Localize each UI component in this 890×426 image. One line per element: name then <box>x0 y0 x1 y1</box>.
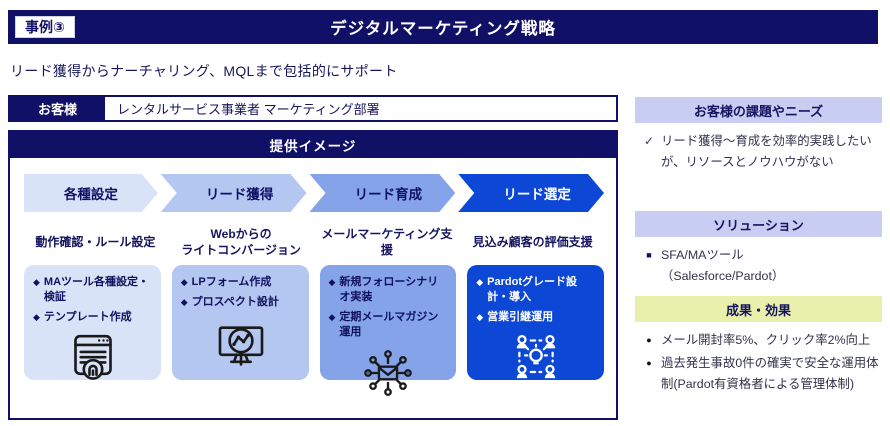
stage-subtitle: メールマーケティング支援 <box>321 227 453 257</box>
list-item-label: テンプレート作成 <box>43 310 132 323</box>
diamond-bullet-icon: ◆ <box>476 311 484 322</box>
offering-panel: 提供イメージ 各種設定 リード獲得 リード育成 リード選定 動作確認・ルール設定… <box>8 130 618 420</box>
list-item-label: LPフォーム作成 <box>191 276 272 288</box>
list-item: ● メール開封率5%、クリック率2%向上 <box>637 330 882 351</box>
list-item: ◆ MAツール各種設定・検証 <box>33 275 153 305</box>
section-header-needs: お客様の課題やニーズ <box>635 97 882 123</box>
list-item-label: メール開封率5%、クリック率2%向上 <box>661 333 871 348</box>
list-item: ● 過去発生事故0件の確実で安全な運用体制(Pardot有資格者による管理体制) <box>637 353 882 395</box>
list-item: ◆ 新規フォローシナリオ実装 <box>329 275 449 305</box>
customer-row: お客様 レンタルサービス事業者 マーケティング部署 <box>8 95 618 122</box>
stage-chevron-lead-selection: リード選定 <box>458 174 604 212</box>
browser-document-icon <box>33 330 153 386</box>
dot-bullet-icon: ● <box>646 358 652 369</box>
diamond-bullet-icon: ◆ <box>328 277 336 287</box>
needs-list: ✓ リード獲得～育成を効率的実践したいが、リソースとノウハウがない <box>637 131 882 173</box>
lead-text: リード獲得からナーチャリング、MQLまで包括的にサポート <box>10 63 398 79</box>
panel-title: 提供イメージ <box>10 132 616 158</box>
stage-box-lead-acquisition: ◆ LPフォーム作成 ◆ プロスペクト設計 <box>171 265 309 380</box>
sidebar: お客様の課題やニーズ ✓ リード獲得～育成を効率的実践したいが、リソースとノウハ… <box>635 97 882 398</box>
list-item: ◆ LPフォーム作成 <box>181 275 301 290</box>
stage-box-setup: ◆ MAツール各種設定・検証 ◆ テンプレート作成 <box>24 265 161 380</box>
header-bar: 事例③ デジタルマーケティング戦略 <box>8 10 878 44</box>
list-item-label: 定期メールマガジン運用 <box>339 310 439 338</box>
diamond-bullet-icon: ◆ <box>33 277 40 287</box>
monitor-analytics-icon <box>181 318 301 374</box>
stage-chevron-setup: 各種設定 <box>24 174 158 212</box>
list-item-label: MAツール各種設定・検証 <box>43 276 150 303</box>
list-item: ◆ プロスペクト設計 <box>181 295 301 310</box>
diamond-bullet-icon: ◆ <box>33 311 40 322</box>
results-list: ● メール開封率5%、クリック率2%向上 ● 過去発生事故0件の確実で安全な運用… <box>637 330 882 395</box>
email-network-icon <box>329 344 449 402</box>
list-item-label: 過去発生事故0件の確実で安全な運用体制(Pardot有資格者による管理体制) <box>661 356 879 392</box>
solution-list: ■ SFA/MAツール （Salesforce/Pardot） <box>637 245 882 287</box>
list-item: ■ SFA/MAツール （Salesforce/Pardot） <box>637 245 882 287</box>
list-item: ✓ リード獲得～育成を効率的実践したいが、リソースとノウハウがない <box>637 131 882 173</box>
stage-subtitle: 見込み顧客の評価支援 <box>472 235 593 250</box>
square-bullet-icon: ■ <box>646 250 652 261</box>
section-header-results: 成果・効果 <box>635 296 882 323</box>
stage-subtitle: 動作確認・ルール設定 <box>35 235 156 250</box>
stage-subtitles: 動作確認・ルール設定 Webからの ライトコンバージョン メールマーケティング支… <box>24 226 604 260</box>
list-item: ◆ テンプレート作成 <box>33 310 153 325</box>
diamond-bullet-icon: ◆ <box>476 277 484 287</box>
stage-box-lead-selection: ◆ Pardotグレード設計・導入 ◆ 営業引継運用 <box>467 265 604 380</box>
customer-value: レンタルサービス事業者 マーケティング部署 <box>117 102 380 117</box>
stage-chevron-lead-acquisition: リード獲得 <box>161 174 307 212</box>
check-icon: ✓ <box>643 134 655 148</box>
list-item-label: 営業引継運用 <box>487 310 554 323</box>
list-item-label: 新規フォローシナリオ実装 <box>339 276 439 303</box>
stage-subtitle: Webからの ライトコンバージョン <box>181 227 301 257</box>
diamond-bullet-icon: ◆ <box>180 277 188 287</box>
stage-chevron-lead-nurturing: リード育成 <box>310 174 456 212</box>
list-item: ◆ 営業引継運用 <box>476 310 596 325</box>
diamond-bullet-icon: ◆ <box>180 297 188 308</box>
list-item-label: Pardotグレード設計・導入 <box>487 276 578 303</box>
page-title: デジタルマーケティング戦略 <box>330 20 556 38</box>
list-item: ◆ Pardotグレード設計・導入 <box>476 275 596 305</box>
list-item-label: SFA/MAツール （Salesforce/Pardot） <box>661 248 785 284</box>
dot-bullet-icon: ● <box>646 335 652 346</box>
list-item: ◆ 定期メールマガジン運用 <box>329 310 449 340</box>
panel-body: 各種設定 リード獲得 リード育成 リード選定 動作確認・ルール設定 Webからの… <box>10 158 616 397</box>
stage-box-lead-nurturing: ◆ 新規フォローシナリオ実装 ◆ 定期メールマガジン運用 <box>319 265 457 397</box>
stage-boxes: ◆ MAツール各種設定・検証 ◆ テンプレート作成 <box>24 265 604 397</box>
case-label: 事例③ <box>15 15 75 39</box>
customer-label: お客様 <box>10 97 105 120</box>
section-header-solution: ソリューション <box>635 211 882 238</box>
list-item-label: プロスペクト設計 <box>191 296 279 309</box>
process-chevrons: 各種設定 リード獲得 リード育成 リード選定 <box>24 174 604 212</box>
diamond-bullet-icon: ◆ <box>328 311 336 322</box>
team-idea-icon <box>476 330 596 386</box>
list-item-label: リード獲得～育成を効率的実践したいが、リソースとノウハウがない <box>661 134 872 170</box>
